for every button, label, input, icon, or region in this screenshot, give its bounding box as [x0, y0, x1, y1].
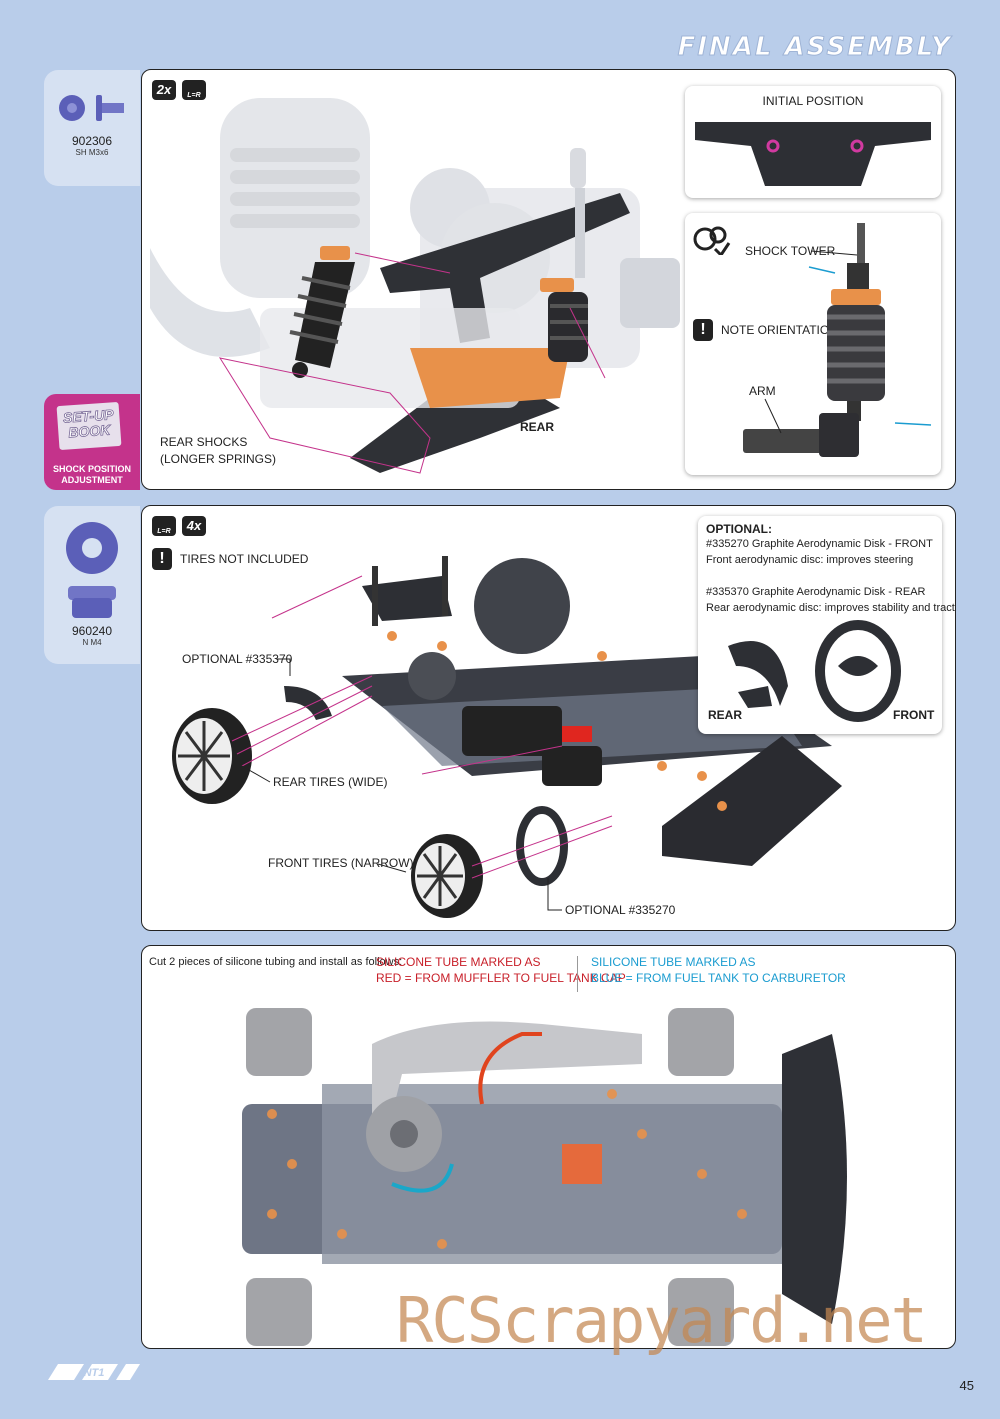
shock-tower-plate-illustration [695, 122, 931, 186]
note-orientation-label: NOTE ORIENTATION [721, 323, 838, 337]
lr-badge-text: L=R [157, 528, 171, 535]
initial-position-box: INITIAL POSITION [685, 86, 941, 198]
rear-shocks-label-2: (LONGER SPRINGS) [160, 452, 277, 466]
part-number: 960240 [71, 624, 113, 638]
setup-caption-1: SHOCK POSITION [52, 464, 131, 474]
quantity-badge: 4x [182, 516, 206, 536]
optional-line-2: Front aerodynamic disc: improves steerin… [706, 554, 914, 566]
optional-rear-label: OPTIONAL #335370 [182, 652, 293, 666]
red-tube-line-2: RED = FROM MUFFLER TO FUEL TANK CAP [376, 971, 626, 985]
divider [577, 956, 578, 992]
rear-shocks-label-1: REAR SHOCKS [160, 435, 248, 449]
gear-check-icon [693, 226, 731, 255]
step1-panel: 2x L=R REAR SHOCKS [141, 69, 956, 490]
optional-front-label: OPTIONAL #335270 [565, 903, 676, 917]
optional-line-3: #335370 Graphite Aerodynamic Disk - REAR [706, 586, 926, 598]
rear-shock-assembly-illustration [150, 98, 680, 474]
part-desc: N M4 [82, 638, 102, 647]
blue-tube-line-1: SILICONE TUBE MARKED AS [591, 955, 756, 969]
setup-caption-2: ADJUSTMENT [61, 475, 123, 485]
arm-label: ARM [749, 384, 776, 398]
nut-icon [66, 522, 118, 618]
optional-aero-disk-box: OPTIONAL: #335270 Graphite Aerodynamic D… [698, 516, 955, 734]
tires-not-included-label: TIRES NOT INCLUDED [180, 552, 309, 566]
rear-tires-label: REAR TIRES (WIDE) [273, 775, 388, 789]
nt1-logo: NT1 [48, 1364, 140, 1380]
nt1-logo-text: NT1 [84, 1367, 105, 1379]
setup-book-line2: BOOK [67, 421, 111, 441]
chassis-tires-illustration [172, 556, 842, 918]
fuel-line-topview-illustration [242, 1008, 847, 1346]
lr-badge-text: L=R [187, 92, 201, 99]
aero-disks-illustration [728, 620, 901, 722]
optional-title: OPTIONAL: [706, 522, 772, 536]
shock-tower-label: SHOCK TOWER [745, 244, 836, 258]
front-tires-label: FRONT TIRES (NARROW) [268, 856, 414, 870]
optional-line-1: #335270 Graphite Aerodynamic Disk - FRON… [706, 538, 933, 550]
part-desc: SH M3x6 [75, 148, 109, 157]
warning-icon: ! [152, 548, 172, 570]
part-card-960240: 960240 N M4 [44, 506, 140, 664]
silicone-instruction: Cut 2 pieces of silicone tubing and inst… [149, 956, 403, 968]
red-tube-line-1: SILICONE TUBE MARKED AS [376, 955, 541, 969]
lr-badge: L=R [182, 80, 206, 100]
warning-icon: ! [693, 319, 713, 341]
page-number: 45 [959, 1378, 974, 1393]
initial-position-label: INITIAL POSITION [762, 94, 864, 108]
lr-badge: L=R [152, 516, 176, 536]
optional-rear-tag: REAR [708, 708, 743, 722]
watermark: RCScrapyard.net [396, 1284, 928, 1357]
page-title: FINAL ASSEMBLY [677, 32, 952, 63]
step3-panel: Cut 2 pieces of silicone tubing and inst… [141, 945, 956, 1349]
part-number: 902306 [71, 134, 113, 148]
optional-line-4: Rear aerodynamic disc: improves stabilit… [706, 602, 956, 614]
setup-book-card[interactable]: SET-UP BOOK SHOCK POSITION ADJUSTMENT [44, 394, 140, 490]
optional-front-tag: FRONT [893, 708, 935, 722]
shock-orientation-illustration [743, 223, 932, 457]
quantity-badge: 2x [152, 80, 176, 100]
step2-panel: L=R 4x ! TIRES NOT INCLUDED [141, 505, 956, 931]
blue-tube-line-2: BLUE = FROM FUEL TANK TO CARBURETOR [591, 971, 846, 985]
shock-orientation-box: SHOCK TOWER ! NOTE ORIENTATION ARM [685, 213, 941, 475]
setup-book-icon: SET-UP BOOK [56, 401, 122, 451]
screw-icon [59, 95, 124, 121]
rear-label: REAR [520, 420, 555, 434]
part-card-902306: 902306 SH M3x6 [44, 70, 140, 186]
